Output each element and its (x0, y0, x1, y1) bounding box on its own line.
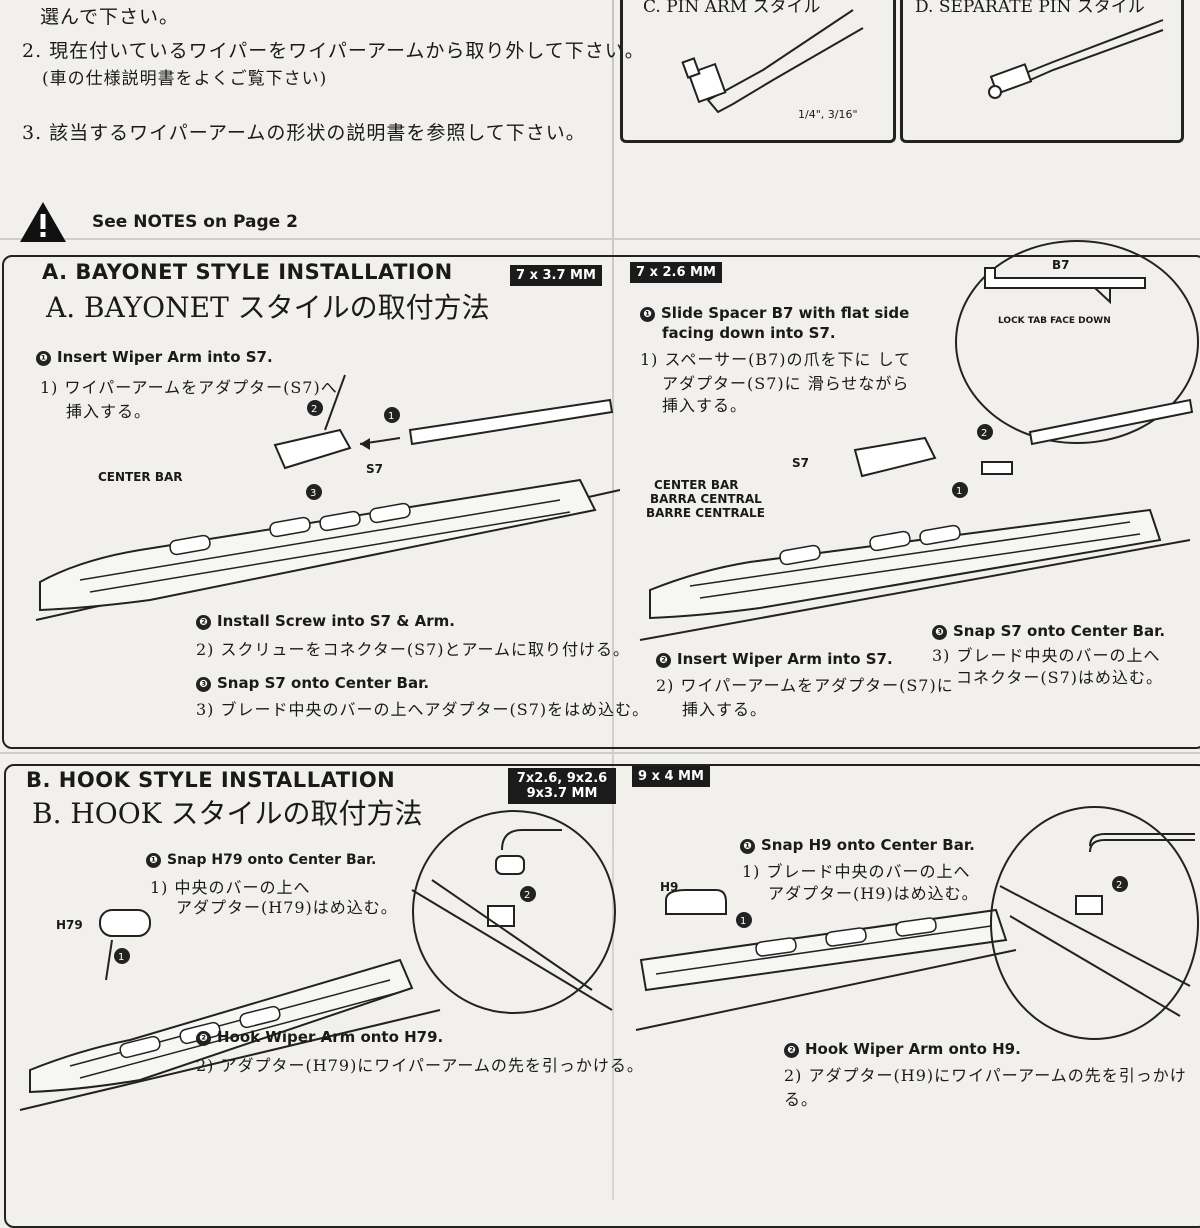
b-right-step1-jp: 1) ブレード中央のバーの上へ (742, 862, 971, 881)
a-right-step2-jp2: 挿入する。 (682, 700, 768, 719)
b-left-step1-jp: 1) 中央のバーの上へ (150, 878, 311, 897)
a-right-step1-jp2: アダプター(S7)に 滑らせながら (662, 374, 910, 393)
pin-sizes: 1/4", 3/16" (798, 108, 858, 121)
h79-detail-circle (412, 810, 616, 1014)
separate-pin-illustration (988, 19, 1164, 99)
paper-fold-horizontal (0, 238, 1200, 240)
warning-icon (20, 202, 66, 242)
step-3: 3. 該当するワイパーアームの形状の説明書を参照して下さい。 (22, 122, 586, 144)
lock-tab-label: LOCK TAB FACE DOWN (998, 316, 1111, 326)
step-2: 2. 現在付いているワイパーをワイパーアームから取り外して下さい。 (22, 40, 645, 62)
svg-text:1: 1 (118, 952, 124, 963)
b-left-step2-jp: 2) アダプター(H79)にワイパーアームの先を引っかける。 (196, 1056, 644, 1075)
a-right-step2-jp: 2) ワイパーアームをアダプター(S7)に (656, 676, 954, 695)
a-right-step1-line2: facing down into S7. (662, 324, 836, 342)
step-1-tail: 選んで下さい。 (40, 6, 180, 28)
svg-text:2: 2 (1116, 880, 1122, 891)
hook-title: B. HOOK STYLE INSTALLATION (26, 768, 396, 792)
b-right-step2-jp: 2) アダプター(H9)にワイパーアームの先を引っかける。 (784, 1066, 1187, 1109)
a-left-blade-illustration: 1 2 3 (35, 374, 621, 621)
bayonet-size-tag-right: 7 x 2.6 MM (630, 262, 722, 283)
b7-detail-circle (955, 240, 1199, 444)
svg-text:1: 1 (388, 411, 394, 422)
a-left-center-bar: CENTER BAR (98, 470, 183, 484)
h79-detail-illustration: 2 (411, 829, 613, 1011)
hook-size-tag-right: 9 x 4 MM (632, 766, 710, 787)
a-right-step1-jp: 1) スペーサー(B7)の爪を下に して (640, 350, 912, 369)
a-left-step1-jp: 1) ワイパーアームをアダプター(S7)へ (40, 378, 338, 397)
step-2-note: (車の仕様説明書をよくご覧下さい) (42, 69, 328, 89)
separate-pin-box: D. SEPARATE PIN スタイル (900, 0, 1184, 143)
bayonet-size-tag-left: 7 x 3.7 MM (510, 265, 602, 286)
a-right-step3-jp2: コネクター(S7)はめ込む。 (956, 668, 1163, 687)
pin-arm-illustration (681, 9, 864, 114)
svg-text:2: 2 (311, 404, 317, 415)
paper-fold-horizontal (0, 752, 1200, 754)
svg-text:1: 1 (740, 916, 746, 927)
svg-text:3: 3 (310, 488, 316, 499)
pin-arm-label: C. PIN ARM スタイル (643, 0, 821, 17)
a-right-s7: S7 (792, 456, 809, 470)
a-left-step2-jp: 2) スクリューをコネクター(S7)とアームに取り付ける。 (196, 640, 631, 659)
a-left-step1-jp2: 挿入する。 (66, 402, 152, 421)
notes-text: See NOTES on Page 2 (92, 212, 298, 232)
svg-text:1: 1 (956, 486, 962, 497)
a-right-center-bar-2: BARRA CENTRAL (650, 492, 762, 506)
a-right-center-bar-3: BARRE CENTRALE (646, 506, 765, 520)
a-left-s7: S7 (366, 462, 383, 476)
bayonet-title-jp: A. BAYONET スタイルの取付方法 (46, 291, 490, 324)
h9-detail-illustration: 2 (999, 833, 1195, 1017)
a-right-step3-jp: 3) ブレード中央のバーの上へ (932, 646, 1161, 665)
a-right-blade-illustration: 2 1 (639, 398, 1194, 641)
paper-fold-vertical (612, 0, 614, 1200)
bayonet-panel (2, 255, 1200, 749)
a-right-center-bar-1: CENTER BAR (654, 478, 739, 492)
bayonet-title: A. BAYONET STYLE INSTALLATION (42, 260, 453, 284)
h9-detail-circle (990, 806, 1199, 1040)
h79-label: H79 (56, 918, 83, 932)
b-right-step1-jp2: アダプター(H9)はめ込む。 (768, 884, 979, 903)
a-left-step3-jp: 3) ブレード中央のバーの上へアダプター(S7)をはめ込む。 (196, 700, 650, 719)
pin-arm-box: C. PIN ARM スタイル 1/4", 3/16" (620, 0, 896, 143)
b7-label: B7 (1052, 258, 1070, 272)
a-right-step1-jp3: 挿入する。 (662, 396, 748, 415)
b7-spacer-illustration (984, 267, 1146, 305)
hook-title-jp: B. HOOK スタイルの取付方法 (32, 797, 423, 830)
svg-text:2: 2 (524, 890, 530, 901)
svg-text:2: 2 (981, 428, 987, 439)
b-left-step1-jp2: アダプター(H79)はめ込む。 (176, 898, 398, 917)
separate-pin-label: D. SEPARATE PIN スタイル (915, 0, 1145, 17)
